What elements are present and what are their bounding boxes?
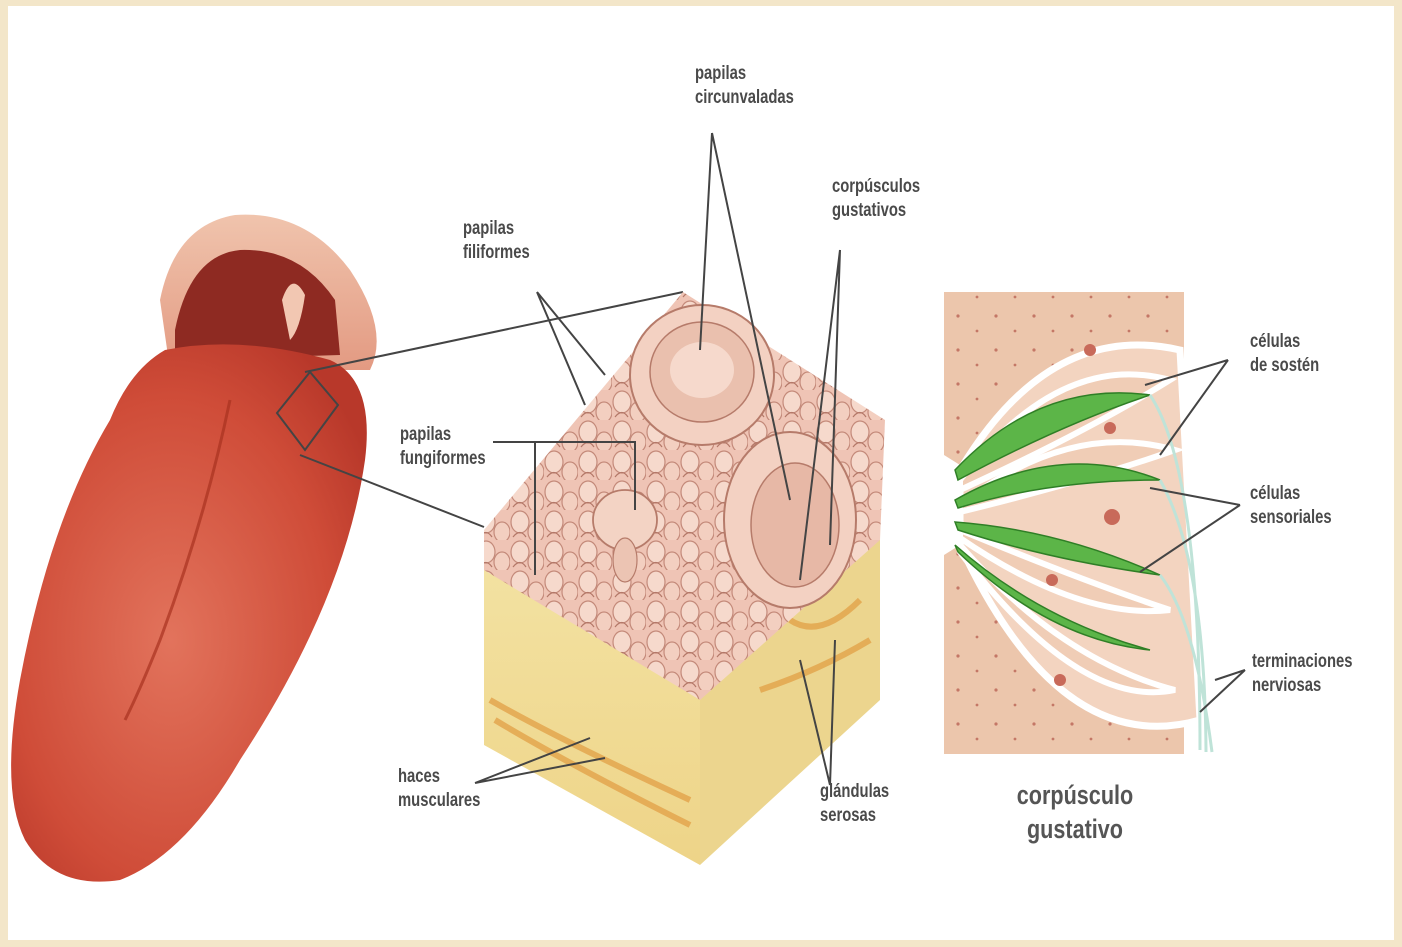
label-line: papilas xyxy=(463,217,530,241)
label-papilas-circunvaladas: papilas circunvaladas xyxy=(695,62,794,110)
label-line: papilas xyxy=(695,62,794,86)
label-line: células xyxy=(1250,482,1332,506)
label-line: fungiformes xyxy=(400,447,486,471)
label-line: sensoriales xyxy=(1250,506,1332,530)
label-celulas-sosten: células de sostén xyxy=(1250,330,1319,378)
label-line: papilas xyxy=(400,423,486,447)
caption-line: corpúsculo xyxy=(995,778,1155,812)
label-line: glándulas xyxy=(820,780,889,804)
label-line: de sostén xyxy=(1250,354,1319,378)
label-line: musculares xyxy=(398,789,480,813)
label-line: gustativos xyxy=(832,199,920,223)
label-line: nerviosas xyxy=(1252,674,1352,698)
label-line: haces xyxy=(398,765,480,789)
label-line: corpúsculos xyxy=(832,175,920,199)
label-papilas-fungiformes: papilas fungiformes xyxy=(400,423,486,471)
label-line: serosas xyxy=(820,804,889,828)
label-line: filiformes xyxy=(463,241,530,265)
label-glandulas-serosas: glándulas serosas xyxy=(820,780,889,828)
label-line: circunvaladas xyxy=(695,86,794,110)
papilla-circumvallate-2 xyxy=(724,432,856,608)
label-line: células xyxy=(1250,330,1319,354)
leader-terminaciones-nerviosas xyxy=(1200,670,1245,712)
caption-line: gustativo xyxy=(995,812,1155,846)
label-celulas-sensoriales: células sensoriales xyxy=(1250,482,1332,530)
label-papilas-filiformes: papilas filiformes xyxy=(463,217,530,265)
label-terminaciones-nerviosas: terminaciones nerviosas xyxy=(1252,650,1352,698)
tongue-body xyxy=(11,344,367,881)
leader-papilas-filiformes xyxy=(537,292,605,405)
taste-bud-illustration xyxy=(944,292,1212,754)
label-corpusculos-gustativos: corpúsculos gustativos xyxy=(832,175,920,223)
label-line: terminaciones xyxy=(1252,650,1352,674)
label-haces-musculares: haces musculares xyxy=(398,765,480,813)
caption-corpusculo-gustativo: corpúsculo gustativo xyxy=(995,778,1155,846)
